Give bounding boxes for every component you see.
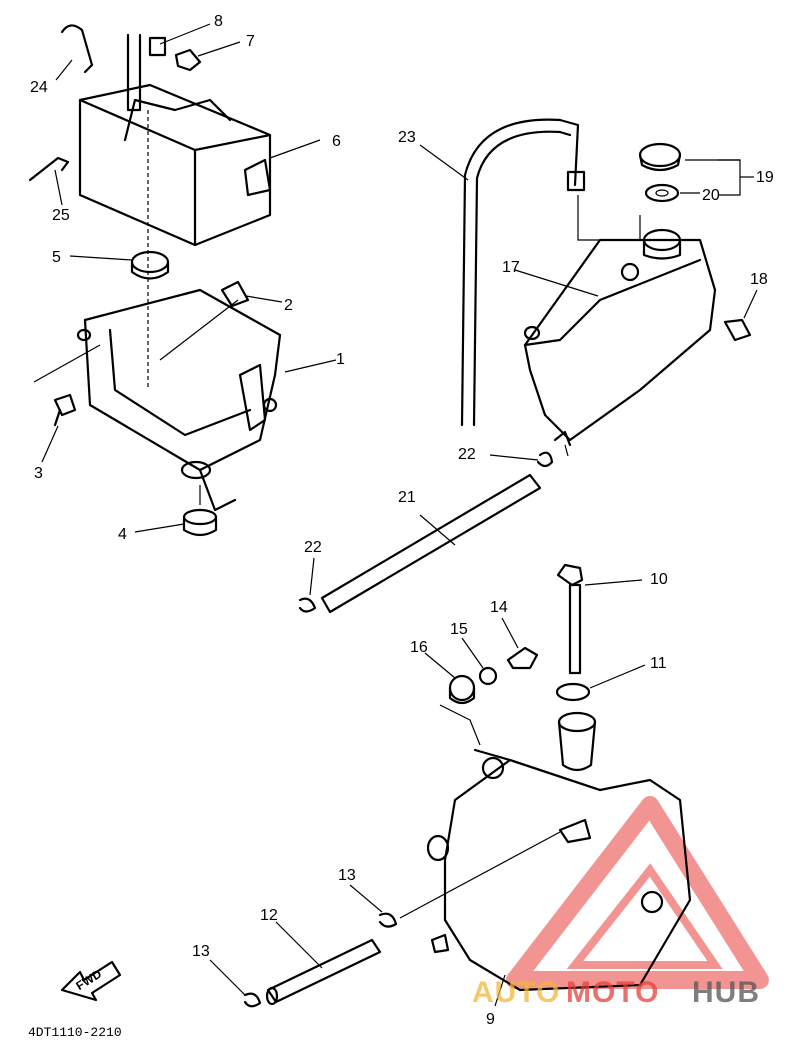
watermark-logo-icon [506, 796, 769, 989]
hose-part-12 [265, 938, 382, 1006]
o-ring-part-11 [555, 682, 591, 702]
callout-15: 15 [450, 621, 468, 638]
callout-21: 21 [398, 489, 416, 506]
assembly-lines [33, 110, 641, 919]
callout-6: 6 [332, 133, 341, 150]
callout-20: 20 [702, 187, 720, 204]
callout-1: 1 [336, 351, 345, 368]
callout-24: 24 [30, 79, 48, 96]
bolt-part-18 [723, 318, 752, 342]
damper-part-5 [130, 250, 170, 280]
callout-16: 16 [410, 639, 428, 656]
clip-part-22-upper [536, 451, 554, 468]
callout-4: 4 [118, 526, 127, 543]
clamp-part-2 [220, 280, 250, 308]
callout-labels: 1 2 3 4 5 6 7 8 9 10 11 12 13 13 14 15 1… [30, 13, 774, 1028]
callout-11: 11 [650, 655, 667, 672]
bolt-part-14 [506, 646, 539, 670]
watermark-hub: HUB [692, 976, 760, 1009]
callout-22-lower: 22 [304, 539, 322, 556]
hose-part-21 [320, 473, 542, 614]
clip-part-22-lower [298, 597, 317, 613]
callout-23: 23 [398, 129, 416, 146]
callout-7: 7 [246, 33, 255, 50]
bolt-part-7 [174, 48, 202, 72]
callout-22-upper: 22 [458, 446, 476, 463]
diagram-code: 4DT1110-2210 [28, 1025, 122, 1040]
callout-14: 14 [490, 599, 508, 616]
washer-part-20 [644, 183, 680, 203]
callout-leaders [41, 23, 758, 1007]
damper-part-16 [448, 674, 476, 705]
grommet-part-4 [182, 508, 218, 537]
clip-part-13-upper [378, 912, 398, 928]
watermark-auto: AUTO [472, 976, 560, 1009]
callout-13-upper: 13 [338, 867, 356, 884]
battery-bracket-part [76, 288, 282, 512]
watermark-text: AUTO MOTO HUB [472, 976, 760, 1009]
bolt-part-3 [53, 393, 77, 427]
clip-part-24 [60, 24, 94, 74]
callout-13-lower: 13 [192, 943, 210, 960]
clip-part-13-lower [243, 992, 262, 1008]
hose-part-23 [460, 118, 586, 427]
rivet-part-25 [28, 156, 70, 182]
callout-19: 19 [756, 169, 774, 186]
battery-case-part [78, 33, 272, 247]
collar-part-15 [478, 666, 498, 686]
cap-part-19 [638, 142, 682, 172]
reservoir-tank-part [523, 228, 717, 447]
callout-8: 8 [214, 13, 223, 30]
callout-2: 2 [284, 297, 293, 314]
callout-5: 5 [52, 249, 61, 266]
dipstick-part-10 [556, 563, 584, 675]
callout-17: 17 [502, 259, 520, 276]
callout-9: 9 [486, 1011, 495, 1028]
callout-3: 3 [34, 465, 43, 482]
callout-25: 25 [52, 207, 70, 224]
callout-10: 10 [650, 571, 668, 588]
oil-tank-part [426, 711, 692, 992]
callout-18: 18 [750, 271, 768, 288]
watermark-moto: MOTO [566, 976, 659, 1009]
callout-12: 12 [260, 907, 278, 924]
fwd-arrow-icon [60, 960, 122, 1002]
